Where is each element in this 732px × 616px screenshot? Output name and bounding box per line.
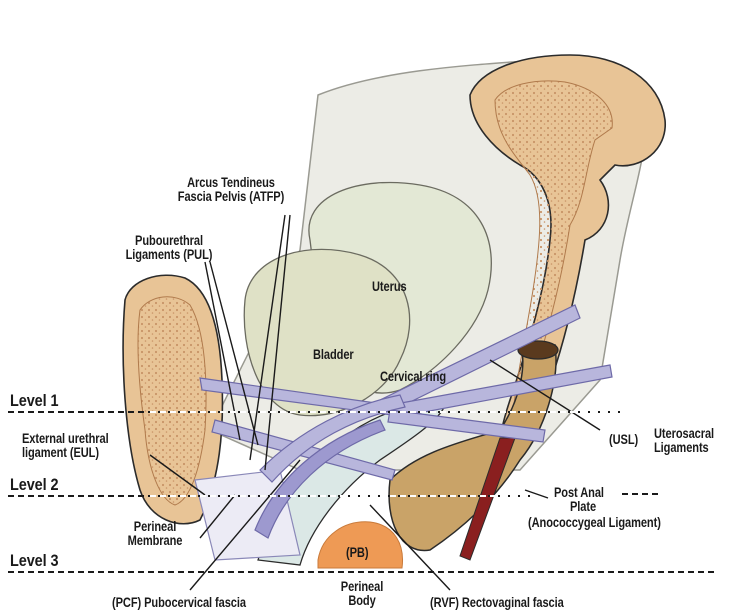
label-post-anal-line2: Plate <box>570 500 596 514</box>
label-perineal-body-line1: Perineal <box>329 580 395 594</box>
label-post-anal-line3: (Anococcygeal Ligament) <box>528 516 661 530</box>
label-perineal-membrane-line1: Perineal <box>110 520 200 534</box>
label-pul-line2: Ligaments (PUL) <box>116 248 223 262</box>
label-pul-line1: Pubourethral <box>116 234 223 248</box>
label-atfp-line1: Arcus Tendineus <box>170 176 293 190</box>
label-post-anal-line1: Post Anal <box>554 486 604 500</box>
label-uterus: Uterus <box>372 280 407 294</box>
label-perineal-membrane-line2: Membrane <box>110 534 200 548</box>
label-eul-line1: External urethral <box>22 432 109 446</box>
level-3-label: Level 3 <box>10 552 58 570</box>
label-pcf: (PCF) Pubocervical fascia <box>112 596 246 610</box>
level-2-label: Level 2 <box>10 476 58 494</box>
label-eul-line2: ligament (EUL) <box>22 446 99 460</box>
label-pb: (PB) <box>346 546 368 560</box>
label-bladder: Bladder <box>313 348 354 362</box>
label-cervical-ring: Cervical ring <box>380 370 446 384</box>
label-rvf: (RVF) Rectovaginal fascia <box>430 596 564 610</box>
label-atfp-line2: Fascia Pelvis (ATFP) <box>170 190 293 204</box>
label-usl-abbr: (USL) <box>609 433 638 447</box>
label-usl-line2: Ligaments <box>654 441 709 455</box>
label-usl-line1: Uterosacral <box>654 427 714 441</box>
label-perineal-body-line2: Body <box>329 594 395 608</box>
level-1-label: Level 1 <box>10 392 58 410</box>
